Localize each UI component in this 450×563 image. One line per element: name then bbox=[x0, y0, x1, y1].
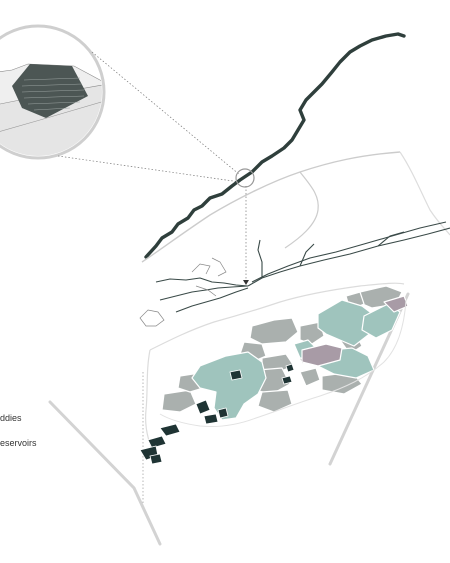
fields-mauve bbox=[301, 295, 409, 367]
magnifier-callout bbox=[0, 24, 106, 160]
watershed-outline-3 bbox=[399, 151, 450, 236]
down-arrow-icon bbox=[243, 280, 249, 285]
fields-grey bbox=[161, 285, 403, 413]
magnifier-edge bbox=[0, 99, 102, 141]
river-network bbox=[155, 221, 450, 313]
focus-marker bbox=[235, 168, 255, 188]
legend-label-reservoirs: eservoirs bbox=[0, 438, 37, 448]
lower-outline bbox=[149, 282, 405, 351]
watershed-outline bbox=[141, 151, 401, 263]
river-delta bbox=[139, 257, 227, 327]
reservoirs bbox=[139, 363, 295, 465]
main-river bbox=[144, 32, 406, 259]
callout-leaders bbox=[57, 51, 241, 183]
watershed-outline-2 bbox=[284, 171, 319, 249]
legend-label-paddies: ddies bbox=[0, 413, 22, 423]
fields-green bbox=[191, 299, 401, 421]
field-cluster-edge bbox=[159, 299, 407, 427]
